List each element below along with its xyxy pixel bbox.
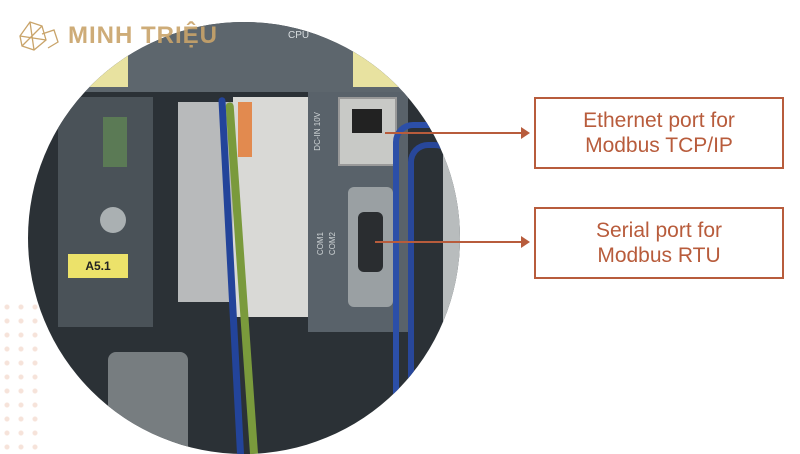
decorative-dots [0,300,40,450]
arrow-ethernet [385,127,530,139]
status-led [103,117,127,167]
cpu-label: CPU [288,30,310,41]
callout-serial: Serial port for Modbus RTU [534,207,784,279]
side-terminal [443,112,460,392]
crystal-logo-icon [19,21,59,51]
callout-ethernet: Ethernet port for Modbus TCP/IP [534,97,784,169]
logo: MINH TRIỆU [12,16,218,56]
callout-serial-line2: Modbus RTU [597,244,721,267]
com1-label: COM1 [316,232,325,256]
blue-wire-bundle [393,122,449,454]
callout-ethernet-line1: Ethernet port for [583,109,735,132]
connector [108,352,188,454]
dc-label: DC-IN 10V [313,112,322,151]
screw [100,207,126,233]
arrow-serial [375,236,530,248]
terminal-orange [238,102,252,157]
blue-wire-bundle [408,142,454,454]
callout-ethernet-line2: Modbus TCP/IP [585,134,733,157]
yellow-tag [83,47,128,87]
module-label: A5.1 [68,254,128,278]
com2-label: COM2 [328,232,337,256]
logo-text: MINH TRIỆU [68,22,218,49]
callout-serial-line1: Serial port for [595,219,723,242]
yellow-tag [353,47,413,87]
plc-photo: CPU A5.1 DC-IN 10V COM1 COM2 [28,22,460,454]
